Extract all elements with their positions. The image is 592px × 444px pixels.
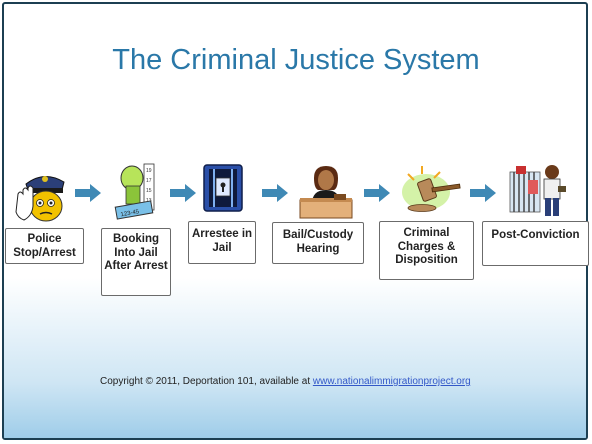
stage-box-booking: Booking Into Jail After Arrest <box>101 228 171 296</box>
stage-box-bail-hearing: Bail/Custody Hearing <box>272 222 364 264</box>
stage-label: Criminal Charges & Disposition <box>395 227 458 266</box>
stage-box-arrestee-in-jail: Arrestee in Jail <box>188 221 256 264</box>
svg-text:17: 17 <box>146 178 152 184</box>
prison-release-icon <box>509 165 566 216</box>
svg-text:15: 15 <box>146 188 152 194</box>
copyright-notice: Copyright © 2011, Deportation 101, avail… <box>100 376 471 387</box>
svg-text:19: 19 <box>146 168 152 174</box>
judge-at-bench-icon <box>299 166 353 219</box>
bottom-gradient <box>4 278 586 438</box>
booking-fingerprint-icon: 19 17 15 13 123-45 <box>114 163 155 220</box>
flow-arrow-icon <box>170 184 196 202</box>
stage-label: Police Stop/Arrest <box>13 233 76 259</box>
stage-label: Post-Conviction <box>491 229 580 241</box>
stage-label: Bail/Custody Hearing <box>282 229 354 255</box>
jail-cell-icon <box>203 164 243 212</box>
flow-arrow-icon <box>262 184 288 202</box>
flow-arrow-icon <box>364 184 390 202</box>
gavel-icon <box>402 166 461 212</box>
stage-box-criminal-charges: Criminal Charges & Disposition <box>379 221 474 280</box>
stage-box-post-conviction: Post-Conviction <box>482 221 589 266</box>
slide-title: The Criminal Justice System <box>112 44 480 76</box>
stage-box-police-stop: Police Stop/Arrest <box>5 228 84 264</box>
stage-label: Booking Into Jail After Arrest <box>104 233 168 272</box>
police-officer-icon <box>15 176 65 222</box>
project-website-link[interactable]: www.nationalimmigrationproject.org <box>312 376 471 387</box>
stage-label: Arrestee in Jail <box>191 228 253 254</box>
svg-text:123-45: 123-45 <box>120 209 140 218</box>
flow-arrow-icon <box>75 184 101 202</box>
copyright-text: Copyright © 2011, Deportation 101, avail… <box>100 376 313 387</box>
flow-arrow-icon <box>470 184 496 202</box>
